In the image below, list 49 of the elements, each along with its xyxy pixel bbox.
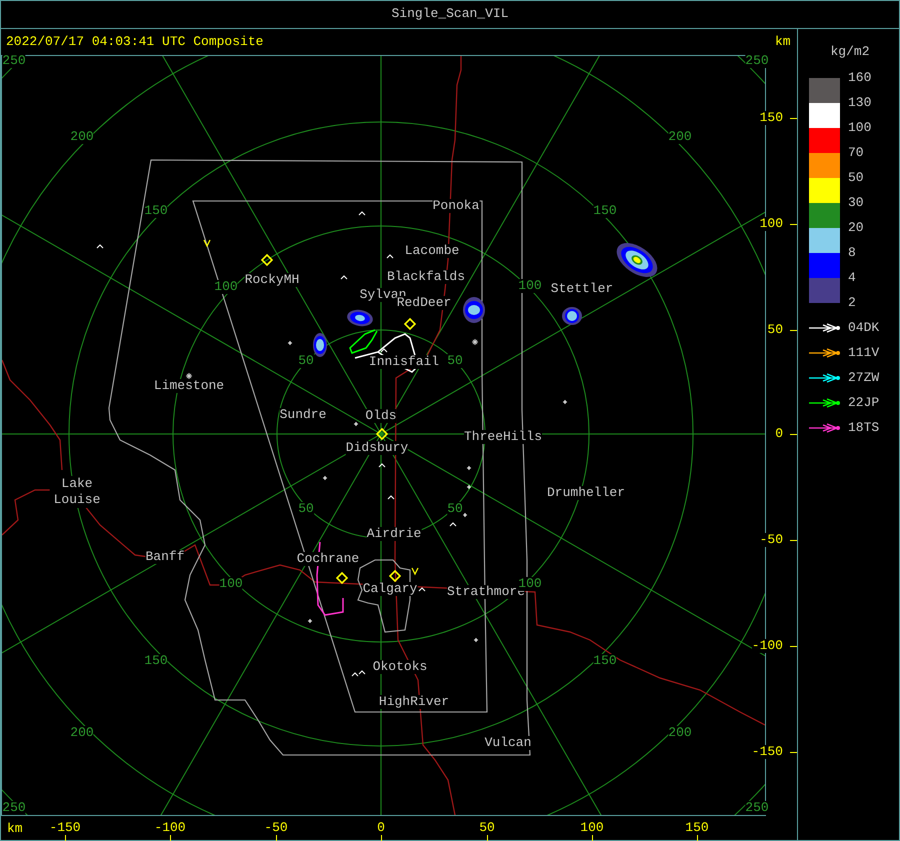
range-label: 200 [70, 130, 94, 144]
axis-tick-label: 150 [685, 821, 709, 835]
axis-tick-label: 150 [760, 111, 783, 125]
range-label: 250 [2, 54, 26, 68]
range-label: 150 [593, 204, 617, 218]
range-label: 100 [518, 279, 542, 293]
place-label: Olds [365, 409, 397, 423]
range-label: 250 [745, 54, 769, 68]
axis-tick-label: -50 [264, 821, 288, 835]
place-label: Blackfalds [387, 270, 465, 284]
axis-tick-label: -50 [760, 533, 783, 547]
timestamp-label: 2022/07/17 04:03:41 UTC Composite [6, 35, 264, 49]
range-label: 50 [447, 354, 463, 368]
place-label: Didsbury [346, 441, 408, 455]
axis-tick-label: 100 [580, 821, 604, 835]
range-label: 100 [219, 577, 243, 591]
axis-tick-label: 0 [377, 821, 385, 835]
chart-title: Single_Scan_VIL [391, 7, 509, 21]
range-label: 100 [214, 280, 238, 294]
place-label: Strathmore [447, 585, 525, 599]
range-label: 150 [144, 204, 168, 218]
axis-tick-label: 50 [479, 821, 495, 835]
range-label: 100 [518, 577, 542, 591]
axis-tick-label: -100 [154, 821, 186, 835]
axis-tick-label: -150 [49, 821, 81, 835]
place-label: Banff [146, 550, 184, 564]
axis-tick-label: 100 [760, 217, 783, 231]
place-label: Okotoks [372, 660, 428, 674]
axis-tick-label: -100 [752, 639, 783, 653]
place-label: Lacombe [404, 244, 460, 258]
range-label: 50 [298, 502, 314, 516]
place-label: ThreeHills [464, 430, 542, 444]
range-label: 50 [447, 502, 463, 516]
range-label: 50 [298, 354, 314, 368]
place-label: Vulcan [484, 736, 532, 750]
axis-tick-label: -150 [752, 745, 783, 759]
range-label: 250 [2, 801, 26, 815]
place-label: Calgary [362, 582, 418, 596]
place-label: HighRiver [378, 695, 450, 709]
place-label: Limestone [154, 379, 224, 393]
place-label: Airdrie [366, 527, 422, 541]
range-label: 250 [745, 801, 769, 815]
place-label: Innisfail [368, 355, 440, 369]
place-label: Ponoka [432, 199, 480, 213]
place-label: Drumheller [547, 486, 625, 500]
place-label: Cochrane [296, 552, 360, 566]
place-label: RockyMH [244, 273, 300, 287]
unit-label: kg/m2 [830, 45, 870, 59]
range-label: 200 [668, 130, 692, 144]
